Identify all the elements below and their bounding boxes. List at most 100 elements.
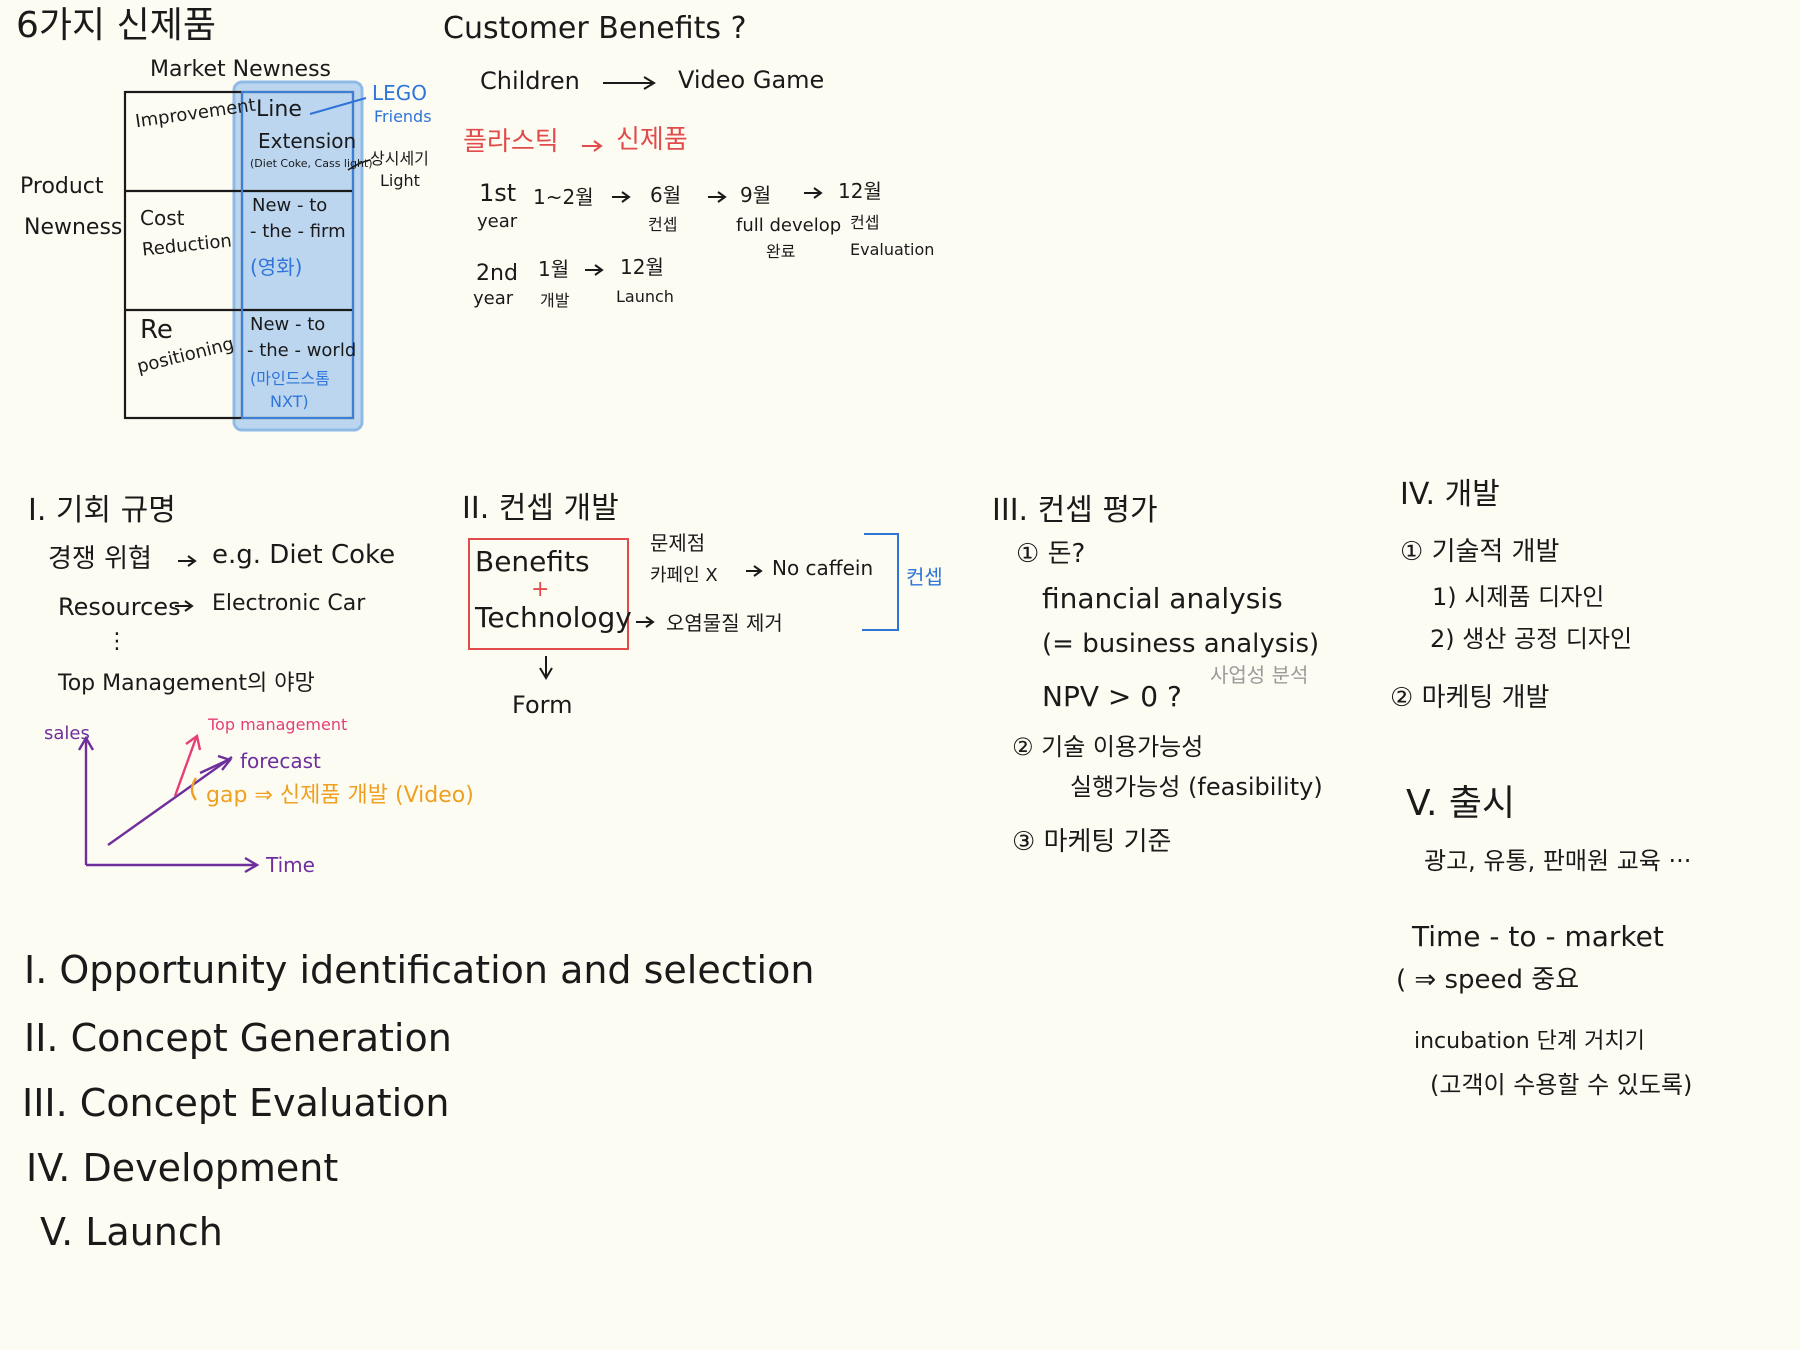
sec2-form: Form [512,691,573,719]
sec5-speed: ( ⇒ speed 중요 [1396,965,1580,995]
sec4-sub1: 1) 시제품 디자인 [1432,583,1605,611]
box-technology: Technology [475,601,632,634]
concept-bracket [862,533,899,631]
cell-cost: Cost [140,206,185,230]
benefit-tech-box [468,538,629,650]
sec3-heading: III. 컨셉 평가 [992,493,1158,528]
sec3-financial: financial analysis [1042,582,1283,615]
cell-new-to-firm-2: - the - firm [250,221,346,242]
year2-label-2: year [473,288,514,309]
year2-label-1: 2nd [476,261,518,286]
cell-diet-coke-note: (Diet Coke, Cass light) [250,157,373,170]
sec1-arrows [175,555,197,612]
month-1-2: 1~2월 [533,185,594,209]
summary-item-1: I. Opportunity identification and select… [24,948,815,992]
sec2-problem: 문제점 [650,531,706,555]
sec3-npv: NPV > 0 ? [1042,680,1182,713]
year1-label-2: year [477,211,518,232]
box-benefits: Benefits [475,545,590,578]
cass-note-2: Light [380,171,420,190]
plastic-label: 플라스틱 [463,127,559,157]
cell-line: Line [256,97,302,122]
month-12-note-1: 컨셉 [850,213,880,232]
page-title: 6가지 신제품 [16,5,216,46]
cell-mindstorm-note-1: (마인드스톰 [250,369,330,388]
y2-month-12-note: Launch [616,287,674,306]
month-6-note: 컨셉 [648,215,678,234]
benefit-arrows [582,76,823,276]
month-9: 9월 [740,183,772,207]
cell-mindstorm-note-2: NXT) [270,392,309,411]
box-plus: + [531,577,550,602]
sec3-feasibility: 실행가능성 (feasibility) [1070,773,1323,801]
children-label: Children [480,67,580,95]
sec2-heading: II. 컨셉 개발 [462,491,619,526]
video-game-label: Video Game [678,66,825,94]
matrix-column-box [241,91,354,419]
product-newness-label-1: Product [20,174,104,199]
sec1-resources: Resources [58,593,181,621]
cell-re: Re [140,315,173,345]
sec2-no-caffein: No caffein [772,556,874,580]
cell-new-to-firm-1: New - to [252,195,328,216]
sec4-sub2: 2) 생산 공정 디자인 [1430,625,1633,653]
sec5-time-to-market: Time - to - market [1412,920,1664,953]
lego-note-1: LEGO [372,81,428,105]
sec1-heading: I. 기회 규명 [28,493,176,528]
sec3-item2: ② 기술 이용가능성 [1012,733,1204,761]
summary-item-5: V. Launch [40,1210,223,1254]
month-12-note-2: Evaluation [850,240,935,259]
y2-month-12: 12월 [620,255,664,279]
sec5-accept: (고객이 수용할 수 있도록) [1430,1071,1693,1099]
sec5-heading: V. 출시 [1406,783,1516,824]
benefits-title: Customer Benefits ? [443,11,747,46]
sec2-pollutant: 오염물질 제거 [666,611,783,635]
sec2-arrows [539,565,763,680]
y2-month-1: 1월 [538,257,570,281]
cass-connector [347,159,371,171]
sec5-incubation: incubation 단계 거치기 [1414,1029,1645,1054]
new-product-label: 신제품 [616,125,688,155]
cass-note-1: 상시세기 [370,149,429,168]
sec1-diet-coke: e.g. Diet Coke [212,540,396,570]
month-9-note-1: full develop [736,215,842,236]
month-9-note-2: 완료 [766,242,796,261]
summary-item-2: II. Concept Generation [24,1016,452,1060]
y2-month-1-note: 개발 [540,291,570,310]
graph-gap: gap ⇒ 신제품 개발 (Video) [206,783,474,808]
sec3-item3: ③ 마케팅 기준 [1012,827,1172,857]
sec1-dots: ⋮ [106,629,128,654]
cell-new-to-world-1: New - to [250,314,326,335]
matrix-highlight [232,80,364,432]
sec4-item2: ② 마케팅 개발 [1390,683,1550,713]
sec3-item1: ① 돈? [1016,539,1086,569]
sec3-business: (= business analysis) [1042,629,1320,659]
sec2-caffeine-kr: 카페인 X [650,565,718,586]
graph-y-label: sales [44,723,90,744]
sec1-electronic-car: Electronic Car [212,591,366,616]
year1-label-1: 1st [479,179,517,207]
summary-item-3: III. Concept Evaluation [22,1081,450,1125]
sales-graph [77,733,260,874]
sec1-threat: 경쟁 위협 [48,544,152,574]
graph-top-management: Top management [208,715,348,734]
cell-new-to-world-2: - the - world [247,340,357,361]
market-newness-label: Market Newness [150,57,332,82]
lego-connector [309,97,367,115]
month-12: 12월 [838,179,882,203]
sec5-line1: 광고, 유통, 판매원 교육 ··· [1424,847,1692,875]
lego-note-2: Friends [374,107,432,126]
sec4-item1: ① 기술적 개발 [1400,537,1560,567]
cell-extension: Extension [258,129,357,153]
sec1-top-management: Top Management의 야망 [58,671,315,696]
sec3-business-kr: 사업성 분석 [1210,663,1309,687]
month-6: 6월 [650,183,682,207]
graph-forecast: forecast [240,749,321,773]
graph-x-label: Time [266,853,315,877]
summary-item-4: IV. Development [26,1146,339,1190]
sec4-heading: IV. 개발 [1400,477,1500,512]
sec2-concept: 컨셉 [906,565,943,589]
product-newness-label-2: Newness [24,215,123,240]
cell-movie-note: (영화) [250,255,303,279]
